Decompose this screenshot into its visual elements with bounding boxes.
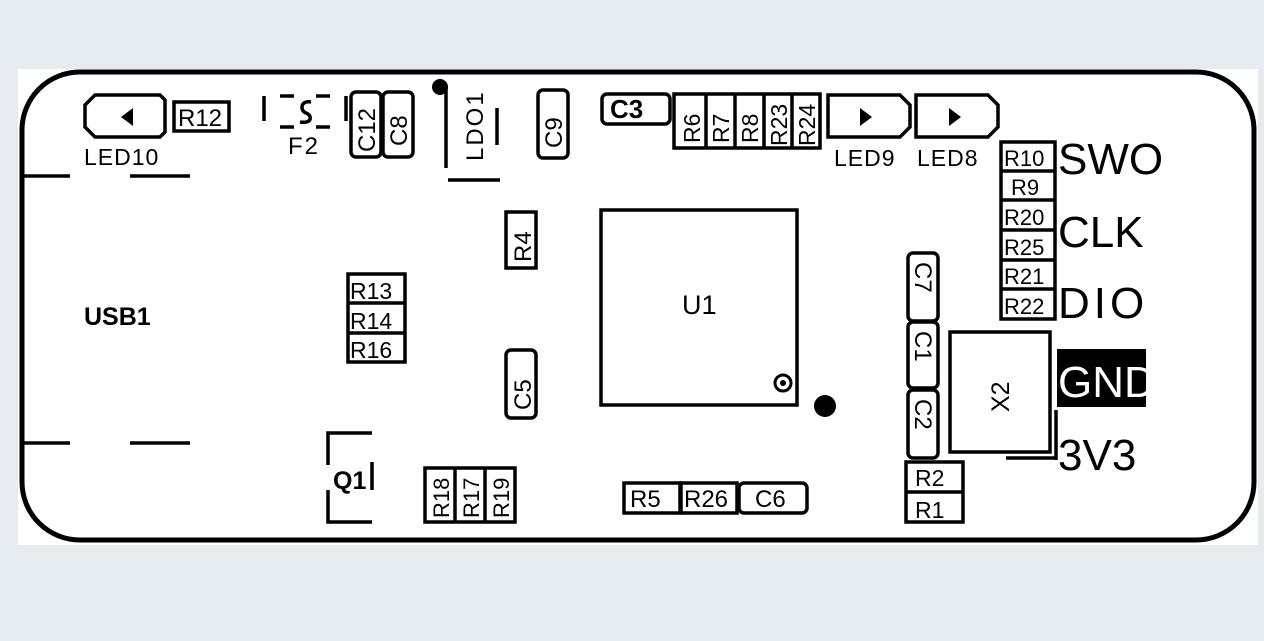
r19-label: R19 — [489, 478, 514, 518]
r9-label: R9 — [1011, 175, 1039, 200]
led9-polarity-icon — [860, 108, 872, 126]
r24-label: R24 — [794, 104, 820, 146]
r26-outline — [679, 481, 739, 515]
led10-polarity-icon — [121, 108, 133, 126]
r7-label: R7 — [708, 114, 734, 143]
c12-outline — [349, 90, 383, 159]
led8-polarity-icon — [949, 108, 961, 126]
led10-label: LED10 — [84, 144, 159, 170]
r4-label: R4 — [510, 231, 537, 262]
r21-label: R21 — [1004, 264, 1044, 289]
clk-pin-label: CLK — [1058, 208, 1144, 257]
usb1-label: USB1 — [84, 303, 151, 331]
r22-label: R22 — [1004, 294, 1044, 319]
gnd-pin-label: GND — [1058, 358, 1156, 407]
r25-label: R25 — [1004, 235, 1044, 260]
c2-label: C2 — [909, 399, 936, 430]
ldo1-pin1-dot — [432, 79, 448, 95]
led8-label: LED8 — [917, 145, 979, 171]
r12-label: R12 — [178, 105, 222, 132]
swo-pin-label: SWO — [1058, 135, 1163, 184]
r18-r17-r19-outline — [423, 466, 517, 524]
r17-label: R17 — [459, 478, 484, 518]
gnd-pin-highlight — [1057, 349, 1146, 407]
q1-outline — [326, 490, 372, 524]
r16-label: R16 — [350, 337, 392, 363]
c3-label: C3 — [610, 94, 643, 124]
r8-label: R8 — [737, 114, 763, 143]
r10-label: R10 — [1004, 146, 1044, 171]
r23-label: R23 — [766, 104, 792, 146]
c7-label: C7 — [909, 262, 936, 293]
c9-label: C9 — [541, 117, 568, 148]
r13-label: R13 — [350, 278, 392, 304]
led8-outline — [914, 93, 1000, 139]
c5-label: C5 — [510, 379, 537, 410]
ldo1-label: LDO1 — [462, 90, 489, 161]
r20-label: R20 — [1004, 205, 1044, 230]
board-outline — [19, 69, 1257, 543]
u1-pin1-dot — [814, 395, 836, 417]
u1-label: U1 — [682, 290, 717, 320]
c9-outline — [536, 88, 570, 160]
c3-outline — [600, 92, 672, 126]
c5-outline — [504, 348, 538, 420]
3v3-pin-label: 3V3 — [1058, 431, 1136, 480]
x2-label: X2 — [987, 381, 1015, 412]
led9-label: LED9 — [834, 145, 896, 171]
r12-outline — [172, 100, 231, 133]
f2-outline — [262, 94, 348, 129]
r13-r14-r16-outline — [346, 272, 407, 364]
u1-outline — [599, 208, 799, 407]
f2-label: F2 — [288, 133, 320, 160]
x2-outline — [948, 330, 1052, 454]
r2-label: R2 — [915, 465, 944, 491]
q1-outline — [326, 431, 372, 465]
c12-label: C12 — [354, 108, 381, 152]
r18-label: R18 — [429, 478, 454, 518]
dio-pin-label: DIO — [1058, 279, 1148, 328]
r4-outline — [504, 210, 538, 270]
c6-label: C6 — [755, 486, 786, 513]
resistor-array-outline — [672, 92, 822, 150]
r1-label: R1 — [915, 497, 944, 523]
c1-outline — [906, 320, 940, 390]
q1-label: Q1 — [333, 467, 366, 495]
c2-outline — [906, 388, 940, 460]
r5-label: R5 — [630, 486, 661, 513]
fuse-symbol — [299, 100, 312, 125]
c1-label: C1 — [909, 331, 936, 362]
u1-orientation-ring — [773, 373, 793, 393]
c8-label: C8 — [386, 115, 413, 146]
led9-outline — [826, 93, 912, 139]
canvas — [18, 69, 1258, 545]
c8-outline — [381, 90, 415, 159]
r14-label: R14 — [350, 308, 392, 334]
c6-outline — [737, 481, 809, 515]
u1-orientation-dot — [780, 380, 786, 386]
r26-label: R26 — [684, 486, 728, 513]
led10-outline — [83, 93, 167, 139]
r6-label: R6 — [679, 114, 705, 143]
